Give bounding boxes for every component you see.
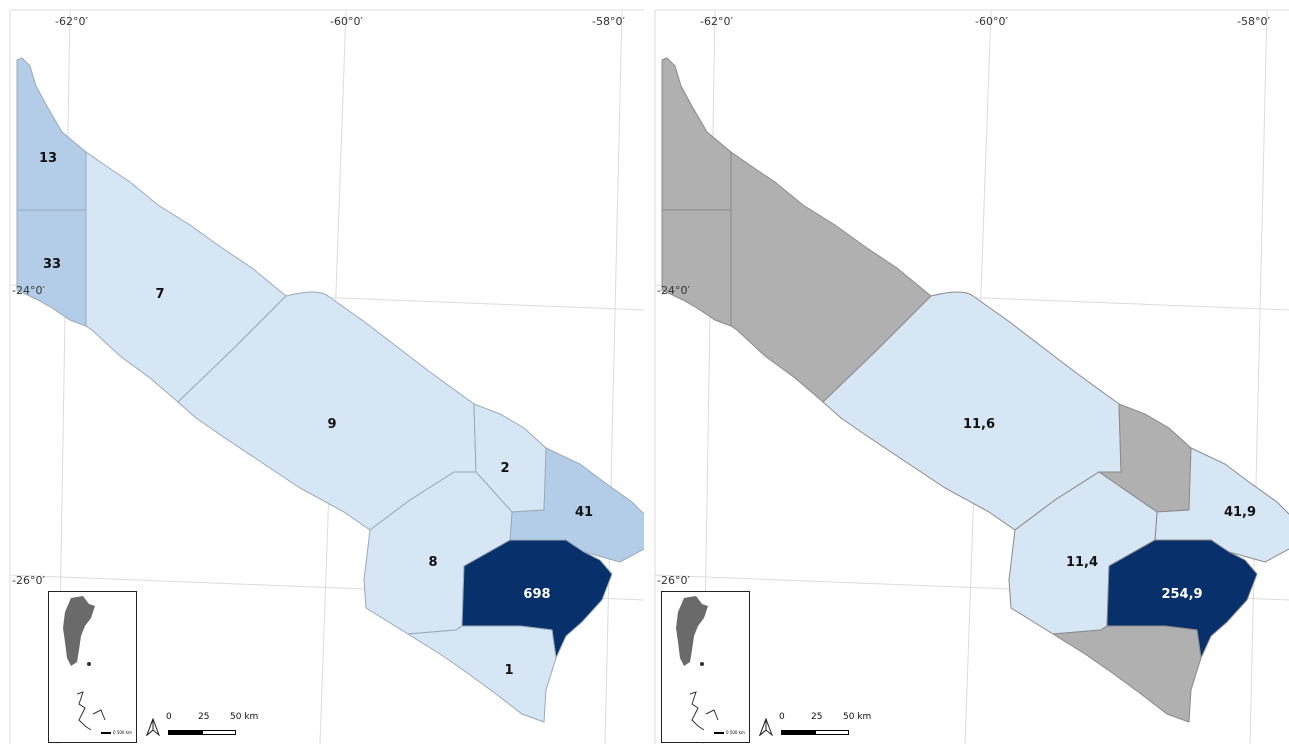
region-south-1: [406, 625, 557, 723]
label-nw-lower: 33: [43, 257, 61, 272]
scale-segment-dark: [781, 730, 815, 735]
region-south: [1051, 625, 1202, 723]
value-labels: 11,6 41,9 11,4 254,9: [963, 417, 1256, 602]
scale-tick-0: 0: [779, 712, 785, 722]
label-sw: 8: [428, 555, 437, 570]
argentina-locator-icon: 0 500 km: [63, 596, 132, 735]
argentina-locator-icon: 0 500 km: [676, 596, 745, 735]
label-sw: 11,4: [1066, 555, 1098, 570]
region-central-11-6: [822, 291, 1122, 531]
scale-bar: 0 25 50 km: [166, 712, 276, 742]
right-map-svg: 11,6 41,9 11,4 254,9: [654, 9, 1289, 744]
scale-tick-0: 0: [166, 712, 172, 722]
lon-label-2: -60°0′: [330, 15, 363, 28]
scale-tick-25: 25: [198, 712, 210, 722]
label-west: 7: [155, 287, 164, 302]
scale-tick-25: 25: [811, 712, 823, 722]
label-south: 1: [504, 663, 513, 678]
scale-bar: 0 25 50 km: [779, 712, 889, 742]
locator-inset: 0 500 km: [48, 591, 137, 743]
lon-label-1: -62°0′: [700, 15, 733, 28]
regions: [16, 57, 644, 723]
inset-scale-label: 0 500 km: [113, 730, 132, 735]
scale-segment-dark: [168, 730, 202, 735]
value-labels: 13 33 7 9 2 41 8 698 1: [39, 151, 593, 678]
label-central: 9: [327, 417, 336, 432]
label-capital: 254,9: [1161, 587, 1202, 602]
label-central: 11,6: [963, 417, 995, 432]
left-map-panel: 13 33 7 9 2 41 8 698 1 -62°0′ -60°0′ -58…: [0, 0, 644, 744]
label-nw-upper: 13: [39, 151, 57, 166]
label-ne: 2: [500, 461, 509, 476]
region-nw-upper: [661, 57, 732, 211]
lon-label-2: -60°0′: [975, 15, 1008, 28]
region-central-9: [177, 291, 477, 531]
label-east: 41: [575, 505, 593, 520]
locator-inset: 0 500 km: [661, 591, 750, 743]
label-capital: 698: [523, 587, 550, 602]
lat-label-1: -24°0′: [657, 284, 690, 297]
lat-label-2: -26°0′: [12, 574, 45, 587]
lat-label-1: -24°0′: [12, 284, 45, 297]
inset-scale-label: 0 500 km: [726, 730, 745, 735]
lon-label-1: -62°0′: [55, 15, 88, 28]
lon-label-3: -58°0′: [592, 15, 625, 28]
scale-segment-light: [815, 730, 849, 735]
scale-tick-50: 50 km: [230, 712, 259, 722]
regions: [661, 57, 1289, 723]
left-map-svg: 13 33 7 9 2 41 8 698 1: [9, 9, 644, 744]
region-nw-lower: [661, 209, 732, 327]
scale-tick-50: 50 km: [843, 712, 872, 722]
lon-label-3: -58°0′: [1237, 15, 1270, 28]
label-east: 41,9: [1224, 505, 1256, 520]
lat-label-2: -26°0′: [657, 574, 690, 587]
scale-segment-light: [202, 730, 236, 735]
right-map-panel: 11,6 41,9 11,4 254,9 -62°0′ -60°0′ -58°0…: [654, 0, 1289, 744]
region-nw-upper: [16, 57, 87, 211]
